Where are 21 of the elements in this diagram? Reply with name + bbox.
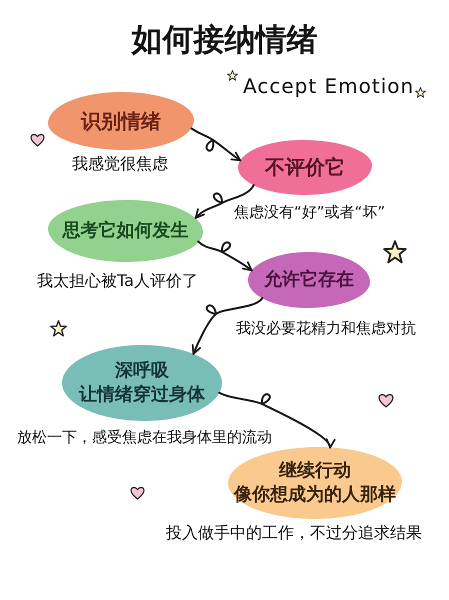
step-label: 深呼吸 — [115, 358, 169, 383]
subtitle: Accept Emotion — [243, 73, 414, 100]
curly-arrow — [192, 297, 264, 355]
curly-arrow — [194, 184, 255, 219]
step-note: 我感觉很焦虑 — [72, 154, 168, 174]
step-label: 像你想成为的人那样 — [234, 483, 396, 507]
step-note: 我没必要花精力和焦虑对抗 — [236, 318, 416, 338]
title: 如何接纳情绪 — [130, 21, 318, 60]
step-label: 思考它如何发生 — [62, 218, 188, 243]
step-label: 识别情绪 — [81, 108, 161, 134]
step-label: 让情绪穿过身体 — [79, 383, 205, 407]
step-note: 我太担心被Ta人评价了 — [37, 271, 198, 291]
step-label: 允许它存在 — [264, 268, 354, 292]
step-label: 不评价它 — [265, 154, 345, 181]
step-label: 继续行动 — [279, 458, 351, 483]
step-note: 投入做手中的工作，不过分追求结果 — [166, 523, 422, 543]
curly-arrow — [197, 240, 253, 272]
curly-arrow — [190, 128, 242, 162]
step-note: 放松一下，感受焦虑在我身体里的流动 — [17, 427, 272, 447]
step-note: 焦虑没有“好”或者“坏” — [234, 202, 386, 222]
curly-arrow — [218, 392, 333, 448]
